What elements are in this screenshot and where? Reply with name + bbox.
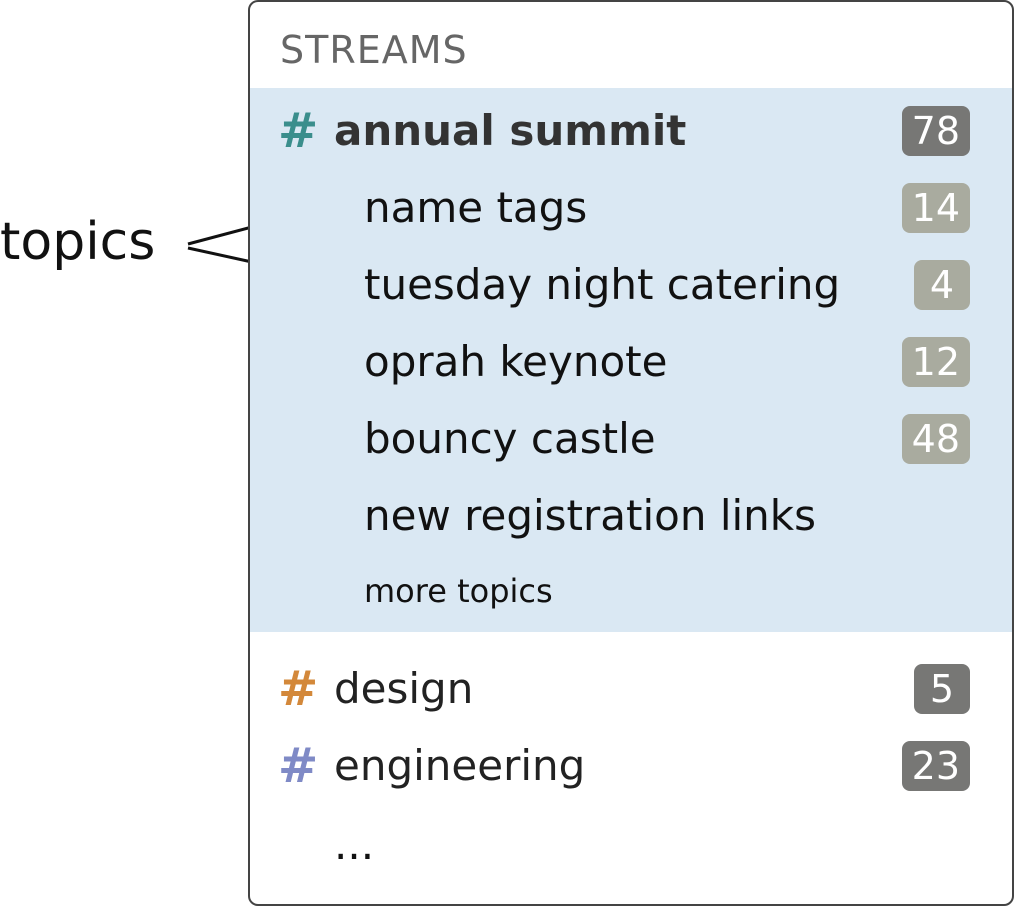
topic-name: new registration links bbox=[364, 490, 816, 540]
topic-name: oprah keynote bbox=[364, 336, 668, 386]
stream-row-engineering[interactable]: # engineering 23 bbox=[250, 727, 1012, 804]
topic-unread-badge: 14 bbox=[901, 182, 970, 233]
topic-unread-badge: 12 bbox=[901, 336, 970, 387]
stream-hash-icon: # bbox=[278, 660, 319, 717]
more-topics-label: more topics bbox=[364, 572, 553, 610]
stream-name: engineering bbox=[334, 740, 586, 790]
topic-row-new-registration-links[interactable]: new registration links bbox=[250, 477, 1012, 554]
topic-row-name-tags[interactable]: name tags 14 bbox=[250, 169, 1012, 246]
stream-row-annual-summit[interactable]: # annual summit 78 bbox=[250, 92, 1012, 169]
topic-row-bouncy-castle[interactable]: bouncy castle 48 bbox=[250, 400, 1012, 477]
topic-name: bouncy castle bbox=[364, 413, 656, 463]
topic-name: tuesday night catering bbox=[364, 259, 841, 309]
active-stream-section: # annual summit 78 name tags 14 tuesday … bbox=[250, 88, 1012, 632]
streams-header: STREAMS bbox=[280, 28, 468, 72]
topics-annotation-label: topics bbox=[0, 212, 156, 272]
more-streams-ellipsis[interactable]: ... bbox=[334, 819, 375, 869]
stream-name: annual summit bbox=[334, 105, 687, 155]
topic-name: name tags bbox=[364, 182, 588, 232]
stream-name: design bbox=[334, 663, 474, 713]
stream-row-design[interactable]: # design 5 bbox=[250, 650, 1012, 727]
unread-count-badge: 23 bbox=[901, 740, 970, 791]
topic-row-oprah-keynote[interactable]: oprah keynote 12 bbox=[250, 323, 1012, 400]
more-topics-link[interactable]: more topics bbox=[250, 554, 1012, 628]
topic-row-tuesday-night-catering[interactable]: tuesday night catering 4 bbox=[250, 246, 1012, 323]
topic-unread-badge: 4 bbox=[914, 259, 970, 310]
stream-hash-icon: # bbox=[278, 102, 319, 159]
topic-unread-badge: 48 bbox=[901, 413, 970, 464]
unread-count-badge: 78 bbox=[901, 105, 970, 156]
other-streams-section: # design 5 # engineering 23 ... bbox=[250, 632, 1012, 884]
stream-hash-icon: # bbox=[278, 737, 319, 794]
streams-sidebar: STREAMS # annual summit 78 name tags 14 … bbox=[248, 0, 1014, 906]
unread-count-badge: 5 bbox=[914, 663, 970, 714]
